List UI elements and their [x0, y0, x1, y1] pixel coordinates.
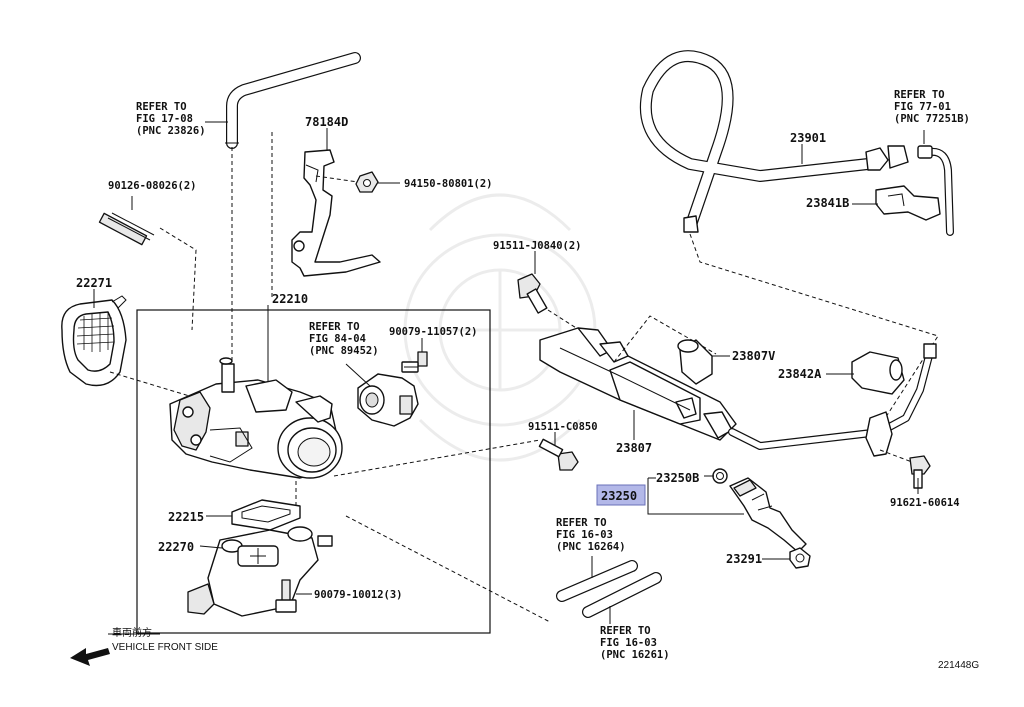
part-23901: 23901 — [790, 131, 826, 145]
refer-16-03-b: REFER TO FIG 16-03 (PNC 16261) — [600, 625, 670, 661]
part-90126: 90126-08026(2) — [108, 180, 197, 192]
fuel-rail-23807 — [539, 327, 737, 441]
part-23250B: 23250B — [656, 471, 699, 485]
front-side-en: VEHICLE FRONT SIDE — [112, 642, 218, 653]
part-23842A: 23842A — [778, 367, 822, 381]
part-22270: 22270 — [158, 540, 194, 554]
fuel-hose-23901 — [639, 50, 909, 233]
fuel-hoses-16264-16261 — [556, 560, 662, 618]
fuel-pipe — [728, 343, 937, 450]
part-23250: 23250 — [601, 489, 637, 503]
refer-17-08: REFER TO FIG 17-08 (PNC 23826) — [136, 101, 206, 137]
air-hose-23826 — [225, 52, 361, 149]
bolt-91511-C0850 — [538, 438, 579, 471]
refer-84-04: REFER TO FIG 84-04 (PNC 89452) — [309, 321, 379, 357]
part-23841B: 23841B — [806, 196, 849, 210]
part-22271: 22271 — [76, 276, 112, 290]
nut-94150 — [355, 171, 379, 193]
part-90079-11057: 90079-11057(2) — [389, 326, 478, 338]
bolt-90079-11057 — [401, 351, 428, 373]
part-91511-J0840: 91511-J0840(2) — [493, 240, 582, 252]
watermark-emblem — [403, 193, 597, 462]
air-filter-22271 — [61, 295, 127, 387]
stud-bolt-90126 — [98, 212, 155, 246]
part-78184D: 78184D — [305, 115, 348, 129]
refer-77-01: REFER TO FIG 77-01 (PNC 77251B) — [894, 89, 970, 125]
highlight-23250 — [596, 484, 646, 506]
bolt-91511-J0840 — [517, 273, 548, 314]
part-22215: 22215 — [168, 510, 204, 524]
part-23291: 23291 — [726, 552, 762, 566]
clamp-23841B — [875, 185, 941, 221]
bolt-90079-10012 — [275, 579, 297, 613]
throttle-body-group-box — [136, 309, 491, 634]
idle-speed-valve-89452 — [357, 373, 419, 427]
front-arrow-icon — [70, 648, 110, 666]
diagram-code: 221448G — [938, 660, 979, 671]
refer-16-03-a: REFER TO FIG 16-03 (PNC 16264) — [556, 517, 626, 553]
front-side-jp: 車両前方 — [112, 626, 152, 639]
hose-77251B — [917, 145, 954, 236]
throttle-body-22210 — [169, 357, 343, 479]
part-91511-C0850: 91511-C0850 — [528, 421, 598, 433]
clip-23842A — [851, 351, 905, 395]
part-23807: 23807 — [616, 441, 652, 455]
injector-23250 — [712, 468, 811, 569]
part-90079-10012: 90079-10012(3) — [314, 589, 403, 601]
part-22210: 22210 — [272, 292, 308, 306]
gasket-22215 — [231, 499, 301, 531]
part-91621: 91621-60614 — [890, 497, 960, 509]
bracket-78184D — [291, 149, 381, 277]
part-23807V: 23807V — [732, 349, 775, 363]
part-94150: 94150-80801(2) — [404, 178, 493, 190]
pulsation-damper-23807V — [677, 339, 713, 385]
air-valve-22270 — [187, 526, 333, 617]
